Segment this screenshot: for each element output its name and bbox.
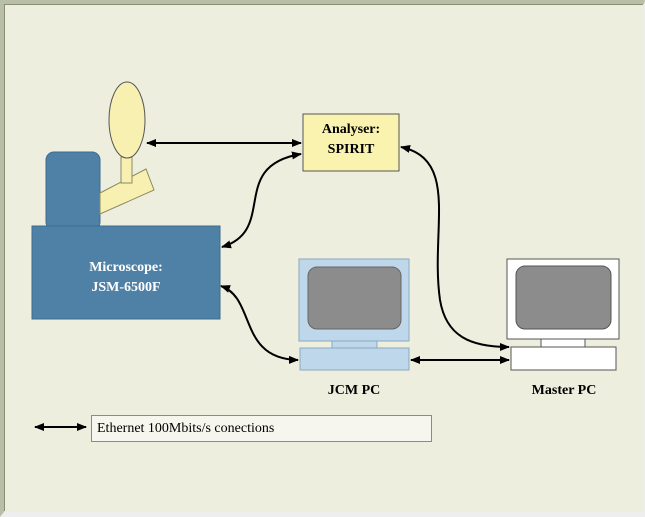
detector-head (108, 81, 146, 159)
analyser-label-line1: Analyser: (321, 122, 381, 137)
master-pc-label: Master PC (531, 383, 597, 398)
microscope-column (45, 151, 101, 231)
jcm-pc-screen (307, 266, 402, 330)
link-microscope-analyser (221, 151, 302, 249)
jcm-pc-stand (331, 340, 378, 349)
legend-text: Ethernet 100Mbits/s conections (97, 421, 275, 436)
master-pc (506, 258, 620, 371)
microscope-label-line2: JSM-6500F (91, 280, 161, 295)
jcm-pc-base (299, 347, 410, 371)
legend-box (91, 415, 432, 442)
microscope-body (31, 225, 221, 320)
jcm-pc (298, 258, 410, 371)
analyser-label: Analyser: SPIRIT (303, 120, 399, 160)
microscope (31, 81, 221, 320)
analyser-label-line2: SPIRIT (327, 142, 375, 157)
jcm-pc-label: JCM PC (327, 383, 381, 398)
link-microscope-jcm (220, 285, 299, 364)
diagram-frame-inner (4, 4, 643, 511)
link-analyser-master (400, 145, 510, 351)
analyser-box (302, 113, 400, 172)
microscope-label-line1: Microscope: (89, 260, 163, 275)
detector-stem (120, 156, 133, 184)
master-pc-base (510, 346, 617, 371)
master-pc-screen (515, 265, 612, 330)
master-pc-stand (540, 338, 586, 348)
microscope-label: Microscope: JSM-6500F (32, 258, 220, 298)
